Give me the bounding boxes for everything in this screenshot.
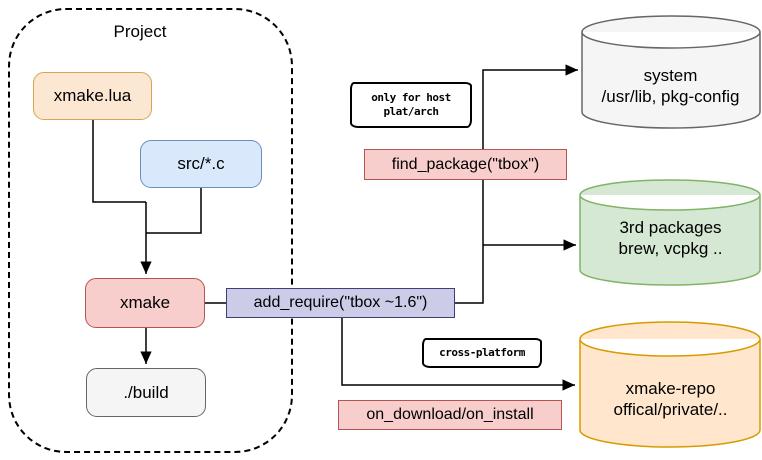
edge-xmakelua-to-merge	[92, 120, 146, 203]
system-cylinder-label: system /usr/lib, pkg-config	[580, 65, 761, 107]
node-add-require-label: add_require("tbox ~1.6")	[253, 294, 428, 311]
project-group-label: Project	[113, 22, 167, 41]
node-build: ./build	[86, 368, 206, 417]
node-xmake-label: xmake	[119, 293, 171, 312]
note-cross-platform: cross-platform	[422, 338, 542, 368]
xmake-repo-line1: xmake-repo	[625, 379, 716, 398]
edge-addrequire-to-system	[455, 64, 578, 304]
node-src-c-label: src/*.c	[177, 154, 225, 173]
node-build-label: ./build	[123, 382, 169, 402]
note-only-for-host: only for host plat/arch	[350, 82, 472, 128]
xmake-repo-cylinder-label: xmake-repo offical/private/..	[580, 378, 761, 420]
note-cross-platform-label: cross-platform	[439, 346, 525, 359]
third-party-cylinder-label: 3rd packages brew, vcpkg ..	[580, 217, 761, 259]
xmake-repo-line2: offical/private/..	[613, 400, 728, 419]
node-on-download-install-label: on_download/on_install	[366, 406, 534, 423]
node-add-require: add_require("tbox ~1.6")	[226, 288, 455, 318]
node-xmake: xmake	[85, 278, 205, 328]
third-party-line2: brew, vcpkg ..	[618, 239, 723, 258]
node-src-c: src/*.c	[140, 140, 262, 188]
system-cylinder	[581, 15, 761, 129]
project-group-frame	[8, 8, 293, 453]
xmake-repo-cylinder	[579, 321, 761, 448]
third-party-cylinder	[579, 179, 761, 286]
edge-addrequire-to-xmakerepo	[341, 318, 575, 391]
node-xmake-lua-label: xmake.lua	[53, 86, 132, 105]
system-line1: system	[643, 66, 698, 85]
node-find-package-label: find_package("tbox")	[391, 155, 540, 173]
node-find-package: find_package("tbox")	[364, 149, 567, 180]
note-only-for-host-line1: only for host	[371, 91, 451, 104]
system-line2: /usr/lib, pkg-config	[601, 87, 740, 106]
node-xmake-lua: xmake.lua	[33, 72, 152, 120]
node-on-download-install: on_download/on_install	[338, 400, 562, 430]
third-party-line1: 3rd packages	[619, 218, 722, 237]
edge-src-to-merge	[146, 188, 202, 234]
note-only-for-host-line2: plat/arch	[383, 105, 439, 118]
